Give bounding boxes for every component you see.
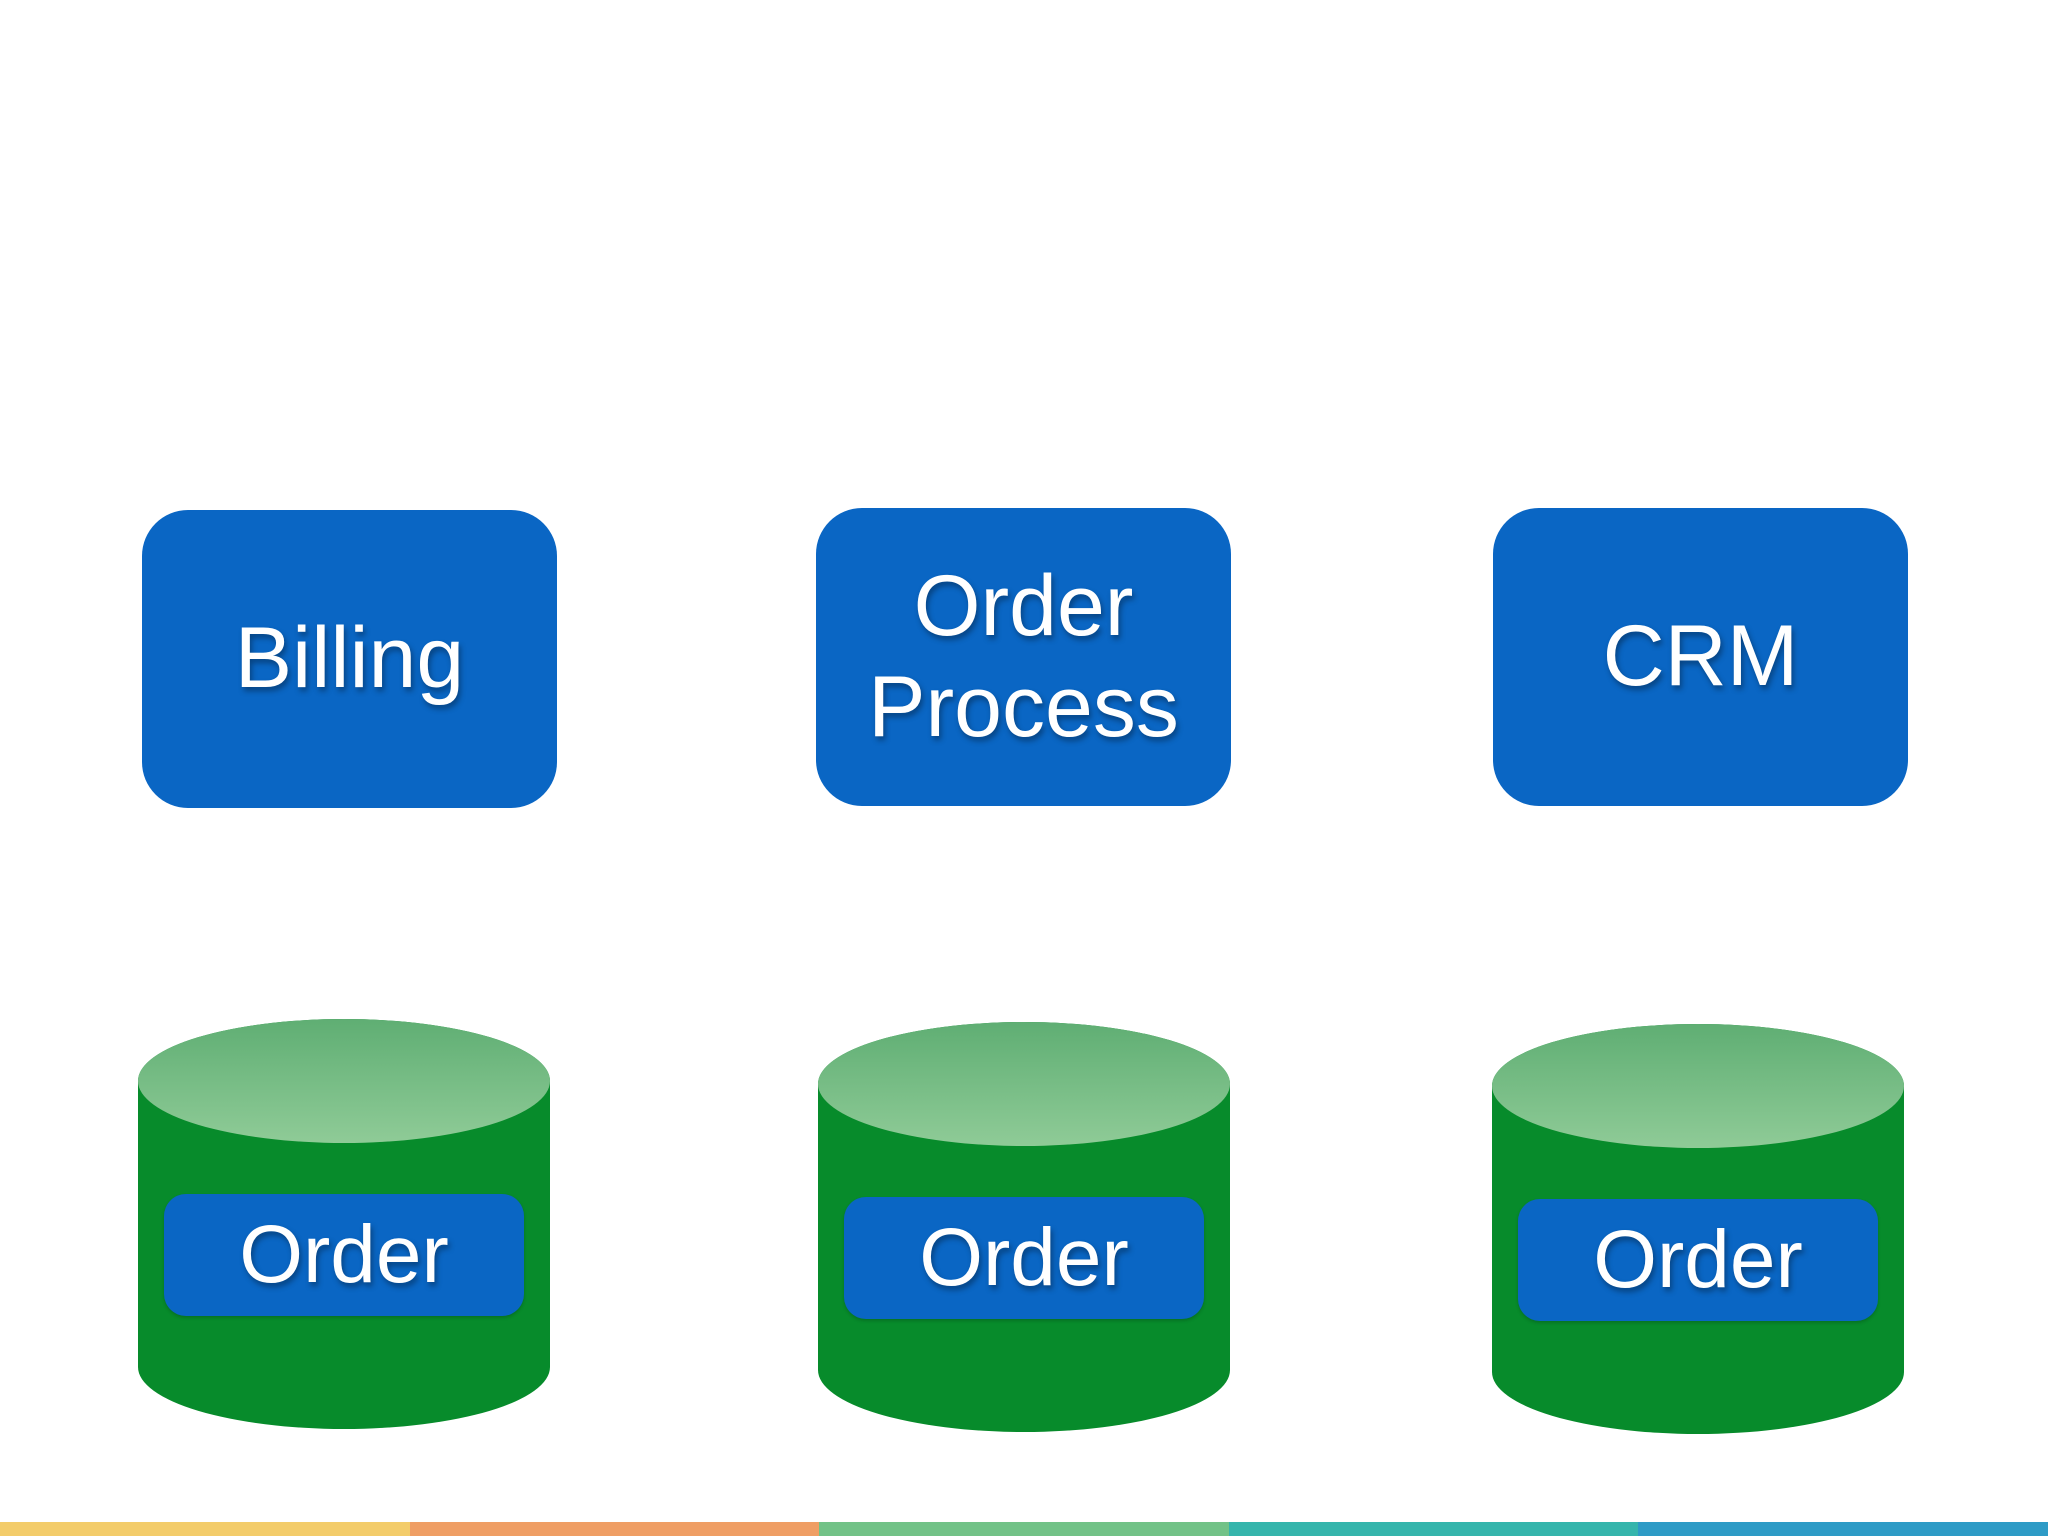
stripe-segment-orange	[409, 1522, 820, 1536]
service-box-order-process: Order Process	[816, 508, 1231, 806]
stripe-segment-teal	[1228, 1522, 1639, 1536]
database-cylinder-billing: Order	[138, 1019, 550, 1429]
service-label-order-process: Order Process	[868, 557, 1179, 755]
db-table-label-crm: Order	[1593, 1214, 1803, 1305]
footer-color-stripe	[0, 1522, 2048, 1536]
db-table-label-billing: Order	[239, 1209, 449, 1300]
service-box-crm: CRM	[1493, 508, 1908, 806]
db-table-label-order-process: Order	[919, 1212, 1129, 1303]
service-box-billing: Billing	[142, 510, 557, 808]
db-table-badge-order-process: Order	[844, 1197, 1204, 1319]
stripe-segment-green	[819, 1522, 1229, 1536]
database-cylinder-order-process: Order	[818, 1022, 1230, 1432]
db-table-badge-crm: Order	[1518, 1199, 1878, 1321]
service-label-crm: CRM	[1602, 608, 1799, 705]
stripe-segment-yellow	[0, 1522, 410, 1536]
database-cylinder-crm: Order	[1492, 1024, 1904, 1434]
stripe-segment-blue	[1638, 1522, 2048, 1536]
db-table-badge-billing: Order	[164, 1194, 524, 1316]
service-label-billing: Billing	[234, 610, 465, 707]
